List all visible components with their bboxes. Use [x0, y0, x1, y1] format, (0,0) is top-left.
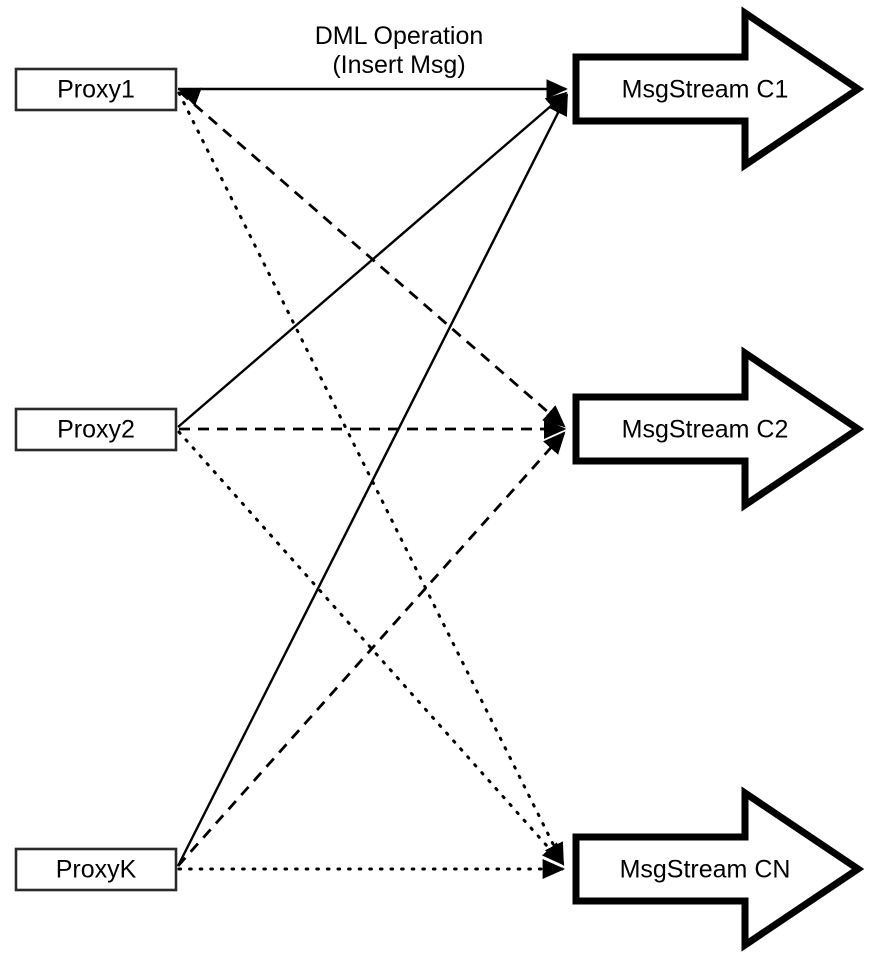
node-stream-c1-shape[interactable]	[572, 6, 865, 172]
node-proxy2-rect[interactable]	[14, 407, 178, 452]
edge-proxy1-return-head	[178, 87, 202, 107]
edge-group-proxy1	[177, 79, 568, 866]
node-proxy1-label: Proxy1	[57, 76, 135, 104]
node-proxyk[interactable]: ProxyK	[14, 847, 178, 892]
edge-caption-line2: (Insert Msg)	[332, 51, 465, 79]
node-stream-c2-label: MsgStream C2	[622, 416, 789, 444]
edge-caption-dml-operation: DML Operation (Insert Msg)	[315, 22, 484, 79]
node-stream-c1-label: MsgStream C1	[622, 76, 789, 104]
node-stream-cn[interactable]: MsgStream CN	[572, 786, 865, 952]
node-proxyk-label: ProxyK	[56, 856, 137, 884]
node-stream-cn-label: MsgStream CN	[620, 856, 791, 884]
node-stream-c2-shape[interactable]	[572, 346, 865, 512]
edge-proxy2-to-stream-c1	[177, 91, 568, 428]
node-proxy1[interactable]: Proxy1	[14, 67, 178, 112]
edge-group-proxyk	[176, 93, 569, 880]
node-proxyk-rect[interactable]	[14, 847, 178, 892]
edge-caption-line1: DML Operation	[315, 22, 484, 50]
node-proxy2-label: Proxy2	[57, 416, 135, 444]
node-stream-c1[interactable]: MsgStream C1	[572, 6, 865, 172]
node-proxy1-rect[interactable]	[14, 67, 178, 112]
node-proxy2[interactable]: Proxy2	[14, 407, 178, 452]
edge-proxyk-to-stream-c1	[176, 93, 569, 867]
node-stream-cn-shape[interactable]	[572, 786, 865, 952]
node-stream-c2[interactable]: MsgStream C2	[572, 346, 865, 512]
edge-proxyk-to-stream-c2	[176, 431, 566, 867]
